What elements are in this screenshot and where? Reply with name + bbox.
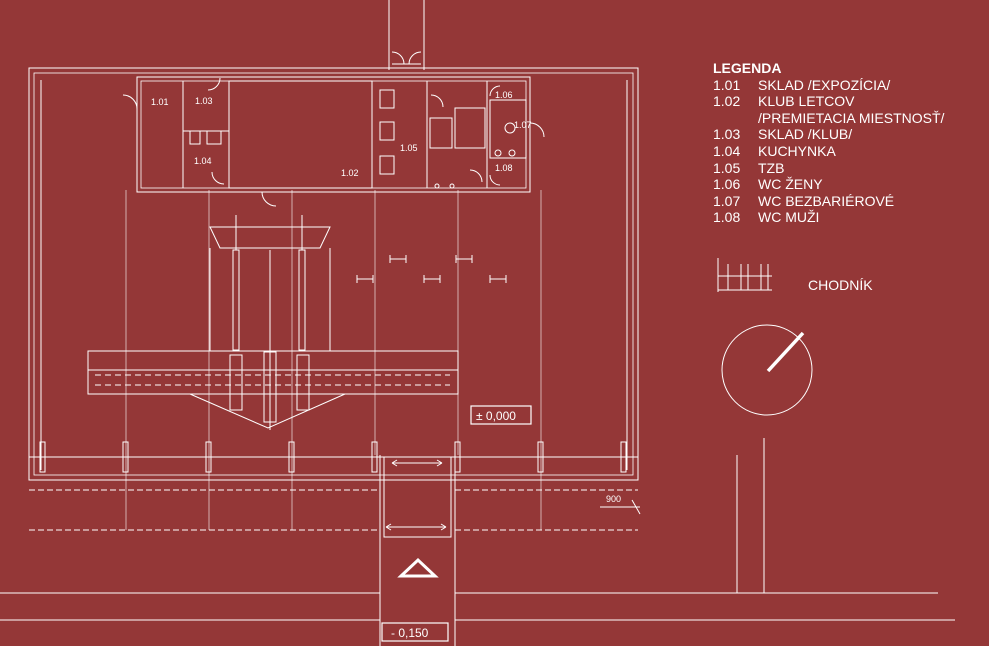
legend-item: /PREMIETACIA MIESTNOSŤ/	[758, 109, 945, 126]
columns	[39, 441, 627, 473]
room-label-108: 1.08	[495, 163, 513, 173]
walkway-symbol	[717, 258, 772, 292]
room-label-103: 1.03	[195, 96, 213, 106]
level-tags: ± 0,000 - 0,150 900	[381, 405, 621, 642]
hangar-walls	[28, 67, 639, 531]
room-label-101: 1.01	[151, 97, 169, 107]
legend-title: LEGENDA	[713, 60, 782, 76]
aircraft-drawing	[87, 215, 459, 430]
dimension-label: 900	[606, 494, 621, 504]
room-label-105: 1.05	[400, 143, 418, 153]
room-labels: 1.01 1.02 1.03 1.04 1.05 1.06 1.07 1.08	[151, 90, 532, 178]
room-label-104: 1.04	[194, 156, 212, 166]
entry-level-label: - 0,150	[391, 626, 429, 640]
service-block	[122, 76, 545, 207]
level-markers	[356, 255, 507, 283]
walkway-label: CHODNÍK	[808, 277, 873, 293]
north-arrow	[721, 324, 813, 416]
hangar-level-label: ± 0,000	[476, 409, 516, 423]
entry-ramp	[379, 455, 456, 646]
room-label-102: 1.02	[341, 168, 359, 178]
north-corridor	[388, 0, 425, 70]
room-label-107: 1.07	[514, 120, 532, 130]
site-lines	[0, 438, 955, 621]
room-label-106: 1.06	[495, 90, 513, 100]
structural-grid	[125, 190, 542, 530]
